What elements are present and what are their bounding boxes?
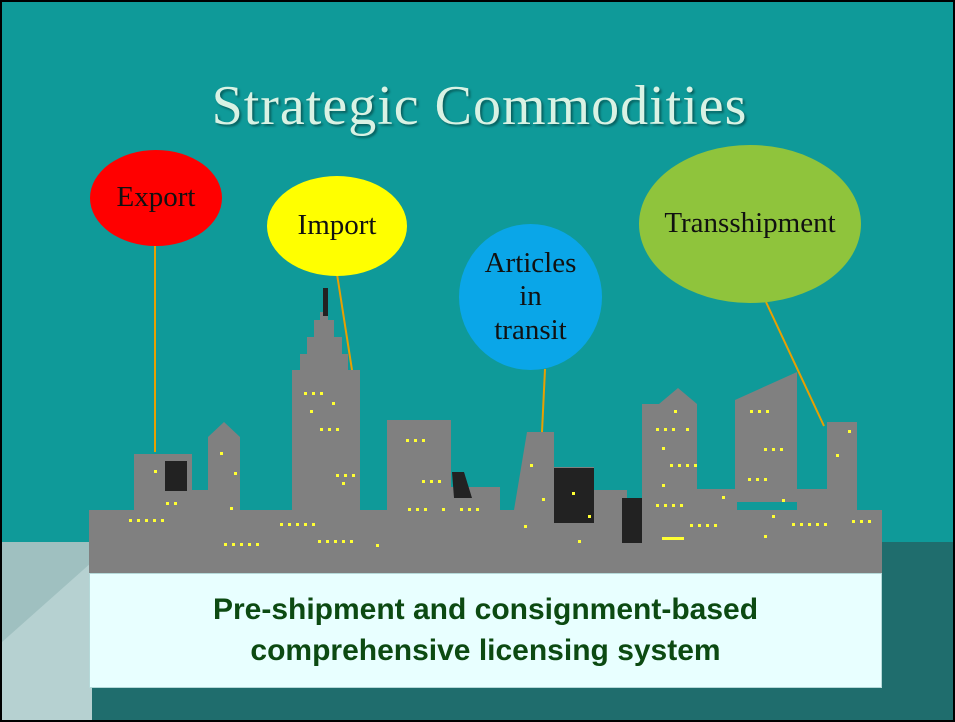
import-string (336, 273, 353, 371)
transshipment-string (765, 301, 825, 427)
export-balloon: Export (90, 150, 222, 246)
banner-line-1: Pre-shipment and consignment-based (212, 593, 759, 626)
transshipment-balloon: Transshipment (639, 145, 861, 303)
lit-windows (129, 392, 871, 547)
import-balloon: Import (267, 176, 407, 276)
articles-in-transit-balloon: Articles in transit (459, 224, 602, 370)
import-label: Import (297, 209, 377, 242)
balloon-strings (154, 246, 825, 452)
slide-title: Strategic Commodities (211, 75, 748, 137)
transit-string (541, 368, 546, 433)
licensing-banner: Pre-shipment and consignment-based compr… (89, 573, 882, 688)
transit-label-line1: Articles (484, 246, 577, 279)
export-label: Export (116, 181, 196, 214)
bottom-floor-band (92, 688, 882, 720)
banner-line-2: comprehensive licensing system (250, 633, 721, 667)
transit-label-line3: transit (494, 313, 567, 346)
transit-label-line2: in (519, 280, 542, 313)
dark-windows (165, 288, 642, 543)
transshipment-label: Transshipment (664, 207, 836, 240)
right-floor-panel (882, 542, 953, 720)
